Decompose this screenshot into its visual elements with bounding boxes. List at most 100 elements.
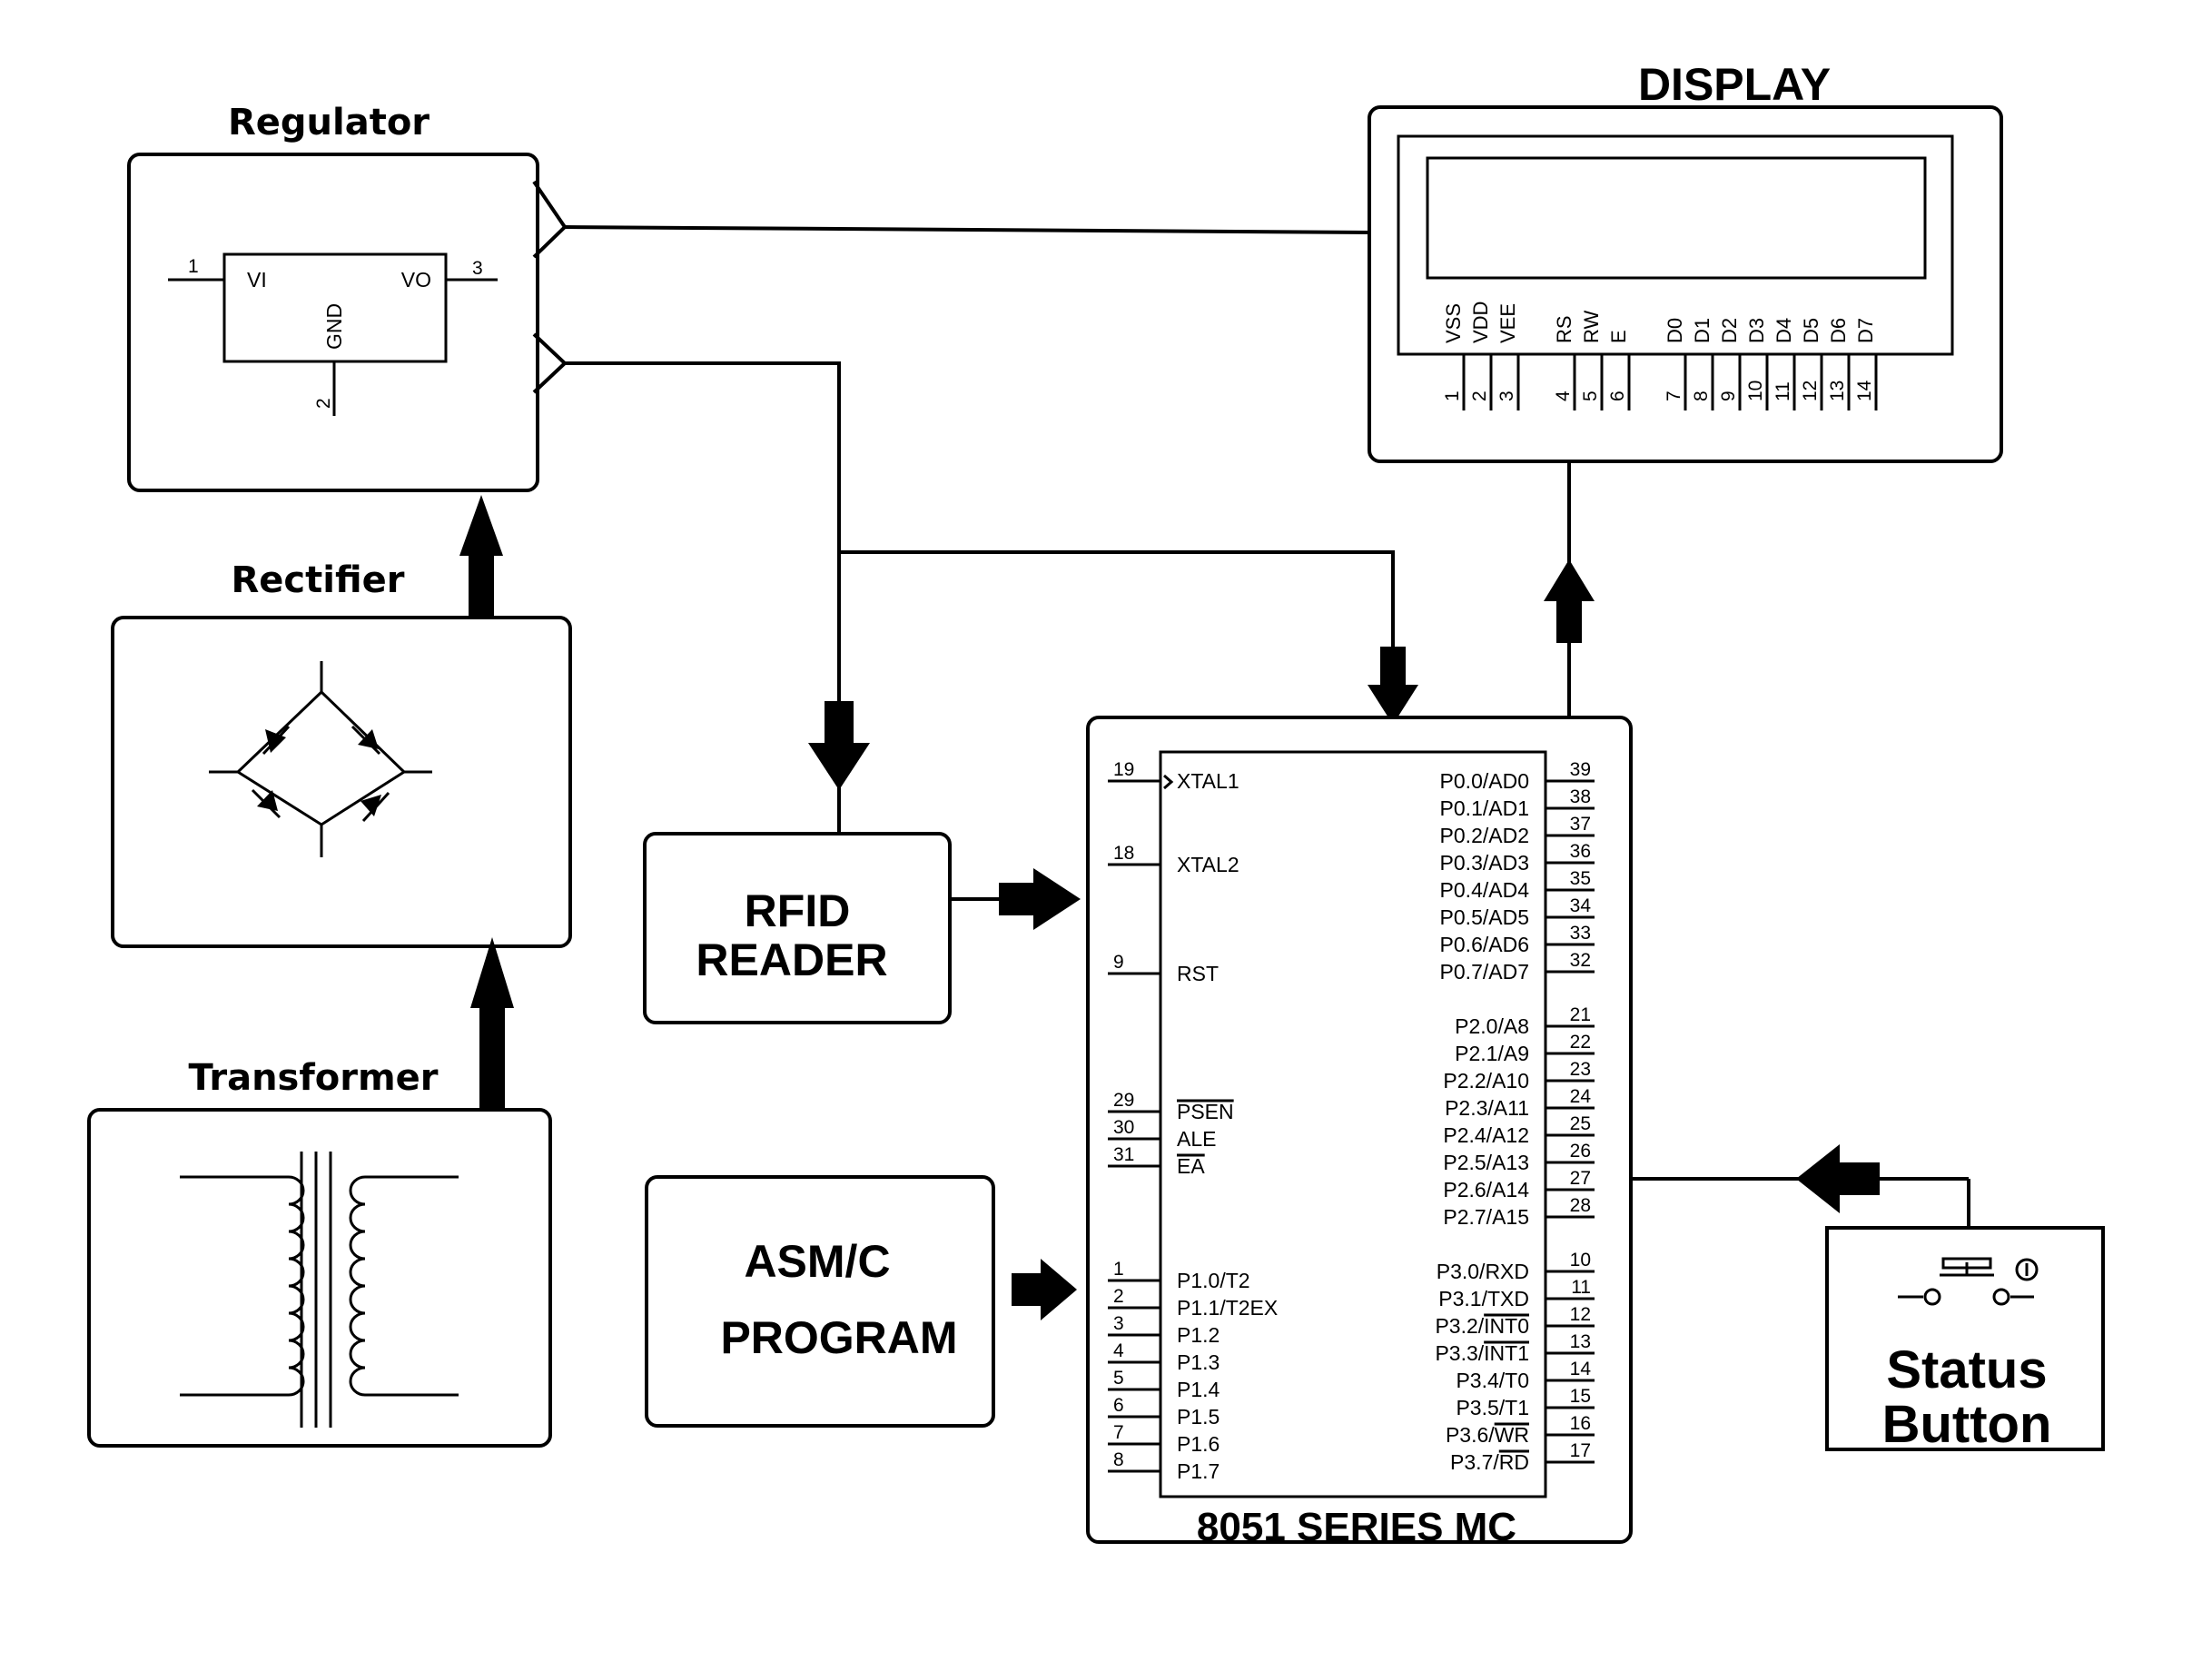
mcu-pin-name: PSEN [1177,1100,1234,1123]
power-to-mcu-wire [839,550,1395,654]
lcd-pin-2: VDD 2 [1469,302,1493,410]
mcu-pin-number: 3 [1113,1313,1124,1334]
mcu-pin-number: 30 [1113,1117,1134,1138]
mcu-pin-number: 38 [1570,786,1591,807]
status-label-line2: Button [1882,1395,2052,1454]
regulator-pin-gnd: 2 [313,398,334,409]
mcu-pin-name: P1.6 [1177,1432,1220,1456]
mcu-pin-name: P2.5/A13 [1443,1151,1529,1174]
mcu-pin-name: P0.5/AD5 [1440,905,1529,929]
mcu-pin-number: 12 [1570,1304,1591,1325]
transformer-block: Transformer [87,1057,552,1448]
mcu-pin-number: 8 [1113,1449,1124,1470]
lcd-pin-number: 7 [1664,391,1684,401]
mcu-pin-2: 2 P1.1/T2EX [1108,1286,1278,1320]
mcu-pin-number: 6 [1113,1395,1124,1416]
mcu-pin-22: 22 P2.1/A9 [1455,1032,1595,1065]
mcu-pin-name: XTAL2 [1177,853,1239,876]
mcu-pin-number: 27 [1570,1168,1591,1189]
mcu-pin-number: 34 [1570,895,1592,916]
lcd-pin-name: D7 [1854,318,1877,343]
lcd-pin-number: 14 [1854,380,1875,401]
status-to-mcu-arrow [1796,1144,1880,1213]
lcd-frame [1397,134,1954,356]
mcu-pin-name: P1.3 [1177,1350,1220,1374]
mcu-pin-number: 25 [1570,1113,1591,1134]
rfid-to-mcu-arrow [999,868,1081,930]
mcu-pin-number: 2 [1113,1286,1124,1307]
mcu-pin-name: P0.2/AD2 [1440,824,1529,847]
lcd-pin-name: D4 [1773,318,1795,343]
mcu-pin-number: 1 [1113,1259,1124,1280]
rfid-label-line2: READER [696,934,887,985]
lcd-pin-6: E6 [1607,330,1631,410]
mcu-right-pins: 39P0.0/AD038P0.1/AD137P0.2/AD236P0.3/AD3… [1435,759,1595,1474]
program-to-mcu-arrow [1012,1259,1077,1320]
mcu-pin-number: 26 [1570,1141,1591,1162]
mcu-pin-name: P2.1/A9 [1455,1042,1529,1065]
push-button-icon [1898,1257,2039,1306]
status-button-box[interactable] [1825,1226,2105,1451]
mcu-pin-name: P1.1/T2EX [1177,1296,1278,1320]
display-label: DISPLAY [1638,59,1831,110]
mcu-pin-name: P3.0/RXD [1437,1260,1529,1283]
transformer-box [87,1108,552,1448]
mcu-pin-number: 33 [1570,923,1591,944]
mcu-pin-name: P3.1/TXD [1438,1287,1529,1310]
mcu-pin-number: 21 [1570,1004,1591,1025]
regulator-box [127,153,539,492]
transformer-icon [180,1152,459,1428]
lcd-pin-number: 2 [1469,391,1490,401]
mcu-pin-name: P3.4/T0 [1456,1369,1529,1392]
mcu-pin-name: P0.1/AD1 [1440,796,1529,820]
lcd-pin-number: 4 [1553,391,1574,401]
mcu-pin-number: 32 [1570,950,1591,971]
mcu-pin-name: P3.7/RD [1450,1450,1529,1474]
lcd-pin-name: VSS [1442,303,1465,343]
rfid-reader-box [643,832,952,1024]
rectifier-label: Rectifier [232,559,405,601]
transformer-label: Transformer [188,1057,438,1099]
lcd-pin-name: D2 [1718,318,1741,343]
mcu-chip [1159,750,1547,1498]
lcd-pin-name: D5 [1800,318,1822,343]
rfid-label-line1: RFID [745,885,851,936]
mcu-pin-name: P2.4/A12 [1443,1123,1529,1147]
lcd-pin-name: VDD [1469,302,1492,343]
mcu-pin-name: P1.0/T2 [1177,1269,1250,1292]
mcu-pin-number: 22 [1570,1032,1591,1053]
lcd-pin-number: 6 [1607,391,1628,401]
mcu-pin-name: P1.5 [1177,1405,1220,1429]
program-label-line2: PROGRAM [720,1312,957,1363]
mcu-pin-34: 34 P0.5/AD5 [1440,895,1595,929]
mcu-pin-name: P3.6/WR [1446,1423,1529,1447]
display-outer-box [1368,105,2003,463]
mcu-pin-name: P0.6/AD6 [1440,933,1529,956]
regulator-vi: VI [247,268,267,292]
display-block: DISPLAY VSS1VDD2VEE3RS4RW5E6D07D18D29D31… [1368,59,2003,463]
rectifier-block: Rectifier [111,559,572,948]
lcd-pin-name: RW [1580,311,1603,343]
regulator-label: Regulator [228,102,430,143]
program-label-line1: ASM/C [744,1236,890,1287]
lcd-pin-number: 1 [1442,391,1463,401]
mcu-pin-number: 29 [1113,1090,1134,1111]
lcd-pin-5: RW5 [1580,311,1604,410]
regulator-pin-out: 3 [472,258,483,279]
mcu-pin-name: P2.3/A11 [1445,1096,1529,1120]
